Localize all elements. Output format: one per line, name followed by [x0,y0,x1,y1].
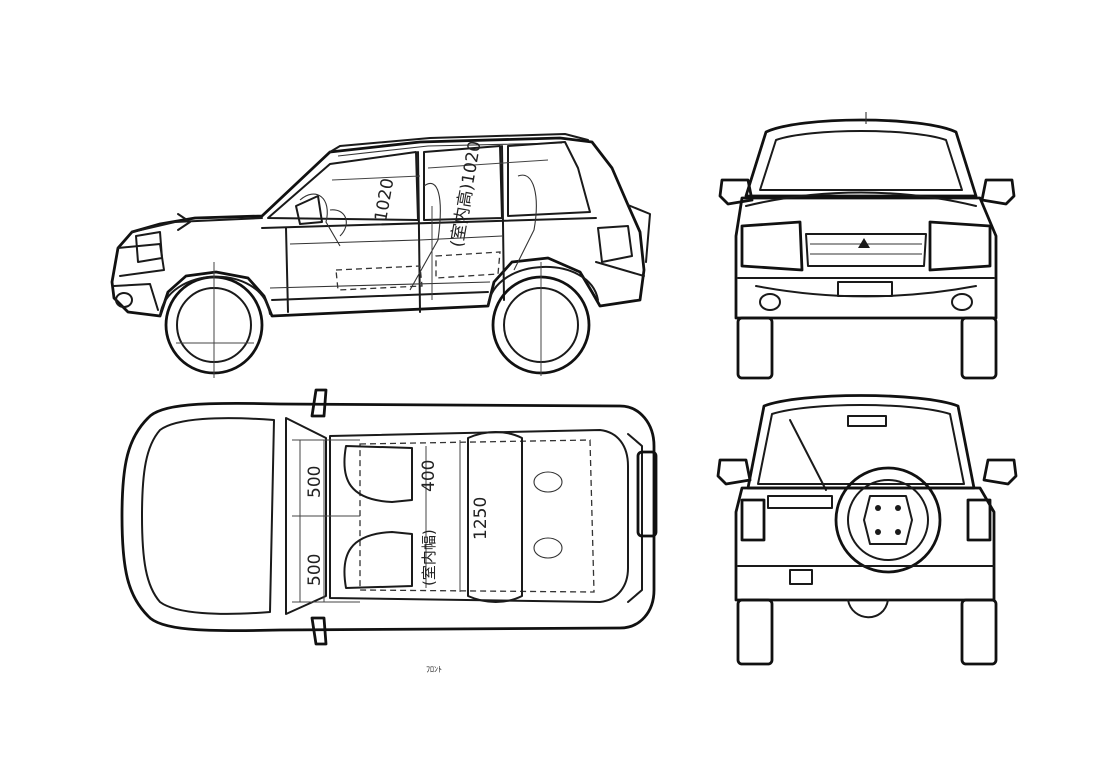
top-dim-length: 1250 [471,497,491,540]
side-dim-front: 1020 [371,177,398,223]
top-dim-cabin: (室内幅) [420,529,438,586]
side-view: 1020 (室内高)1020 [110,133,651,378]
top-dim-center: 400 [419,460,439,492]
rear-view [716,394,1018,666]
top-view: 500 500 400 1250 (室内幅) ﾌﾛﾝﾄ [120,388,658,674]
footer-mark: ﾌﾛﾝﾄ [426,665,442,674]
side-dim-rear: (室内高)1020 [447,139,485,248]
top-dim-seat-front: 500 [305,466,325,498]
front-view [718,112,1016,380]
top-dim-seat-rear: 500 [305,554,325,586]
